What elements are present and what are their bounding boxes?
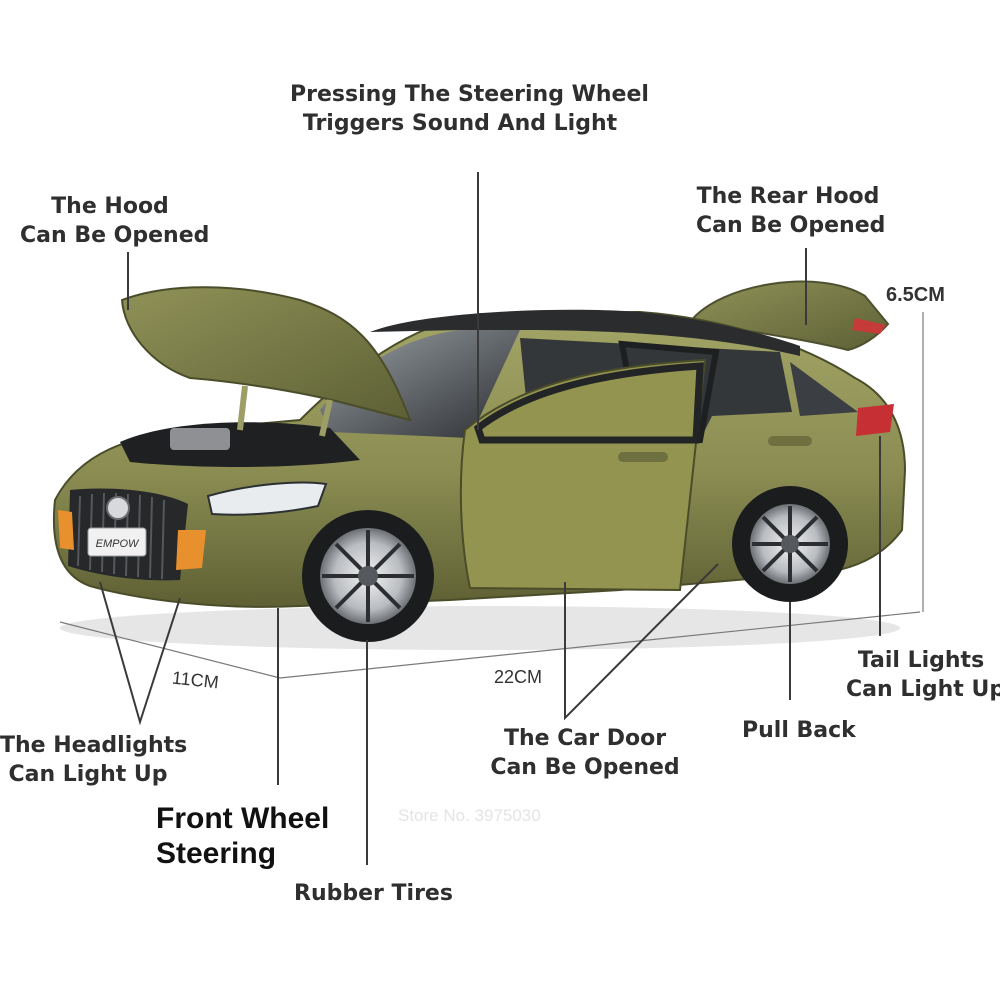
headlights-callout-line2: Can Light Up	[8, 762, 168, 787]
steering-wheel-callout: Pressing The Steering Wheel Triggers Sou…	[290, 80, 649, 138]
height-dimension: 6.5CM	[886, 284, 945, 306]
depth-guide	[59, 621, 281, 679]
dimension-guides	[59, 312, 924, 679]
hood-callout: The Hood Can Be Opened	[20, 192, 210, 250]
store-watermark: Store No. 3975030	[398, 806, 541, 825]
engine-part	[170, 428, 230, 450]
door-window-frame	[473, 362, 704, 444]
tail-lamp-on-lid	[852, 318, 886, 334]
plate	[87, 527, 147, 557]
hood-callout-line1: The Hood	[51, 194, 169, 219]
headlight	[206, 481, 328, 516]
rear-door-handle	[768, 436, 812, 446]
steering-wheel-callout-line2: Triggers Sound And Light	[302, 111, 618, 136]
car-door-callout-line2: Can Be Opened	[490, 755, 680, 780]
rear-wheel	[732, 486, 848, 602]
pull-back-callout: Pull Back	[742, 718, 856, 743]
fog-lamp-right	[176, 530, 206, 570]
headlights-leader	[99, 581, 181, 726]
rear-hood-callout-line2: Can Be Opened	[696, 213, 886, 238]
hood-strut-2	[319, 399, 333, 437]
windshield	[320, 330, 520, 438]
ground-shadow	[60, 606, 900, 650]
car-door-callout: The Car Door Can Be Opened	[490, 724, 680, 782]
front-wheel-steering-callout: Front Wheel Steering	[156, 801, 329, 871]
rear-hood-callout-line1: The Rear Hood	[696, 184, 880, 209]
hood-strut	[237, 385, 248, 431]
tail-light	[856, 404, 894, 436]
plate-text: EMPOW	[96, 538, 140, 550]
fog-lamp-left	[58, 510, 74, 550]
tail-lights-callout-line2: Can Light Up	[846, 677, 1000, 702]
front-wheel	[302, 510, 434, 642]
hood-callout-line2: Can Be Opened	[20, 223, 210, 248]
callout-leaders	[99, 172, 881, 865]
brand-logo	[106, 496, 130, 520]
front-wheel-steering-line2: Steering	[156, 837, 277, 870]
open-front-door	[459, 358, 707, 592]
length-guide	[279, 611, 921, 679]
tail-lights-callout: Tail Lights Can Light Up	[846, 646, 1000, 704]
front-wheel-steering-line1: Front Wheel	[156, 802, 330, 835]
length-dimension: 22CM	[494, 667, 543, 687]
rear-window	[790, 362, 858, 416]
headlights-callout: The Headlights Can Light Up	[0, 731, 188, 789]
car-door-leader	[564, 563, 719, 721]
headlights-callout-line1: The Headlights	[0, 733, 188, 758]
rear-hood-callout: The Rear Hood Can Be Opened	[696, 182, 886, 240]
tail-lights-callout-line1: Tail Lights	[857, 648, 985, 673]
rear-hood-lid	[688, 280, 890, 352]
front-hood-lid	[120, 286, 412, 422]
door-handle	[618, 452, 668, 462]
rubber-tires-callout: Rubber Tires	[294, 881, 453, 906]
steering-wheel-callout-line1: Pressing The Steering Wheel	[290, 82, 649, 107]
car-door-callout-line1: The Car Door	[503, 726, 667, 751]
